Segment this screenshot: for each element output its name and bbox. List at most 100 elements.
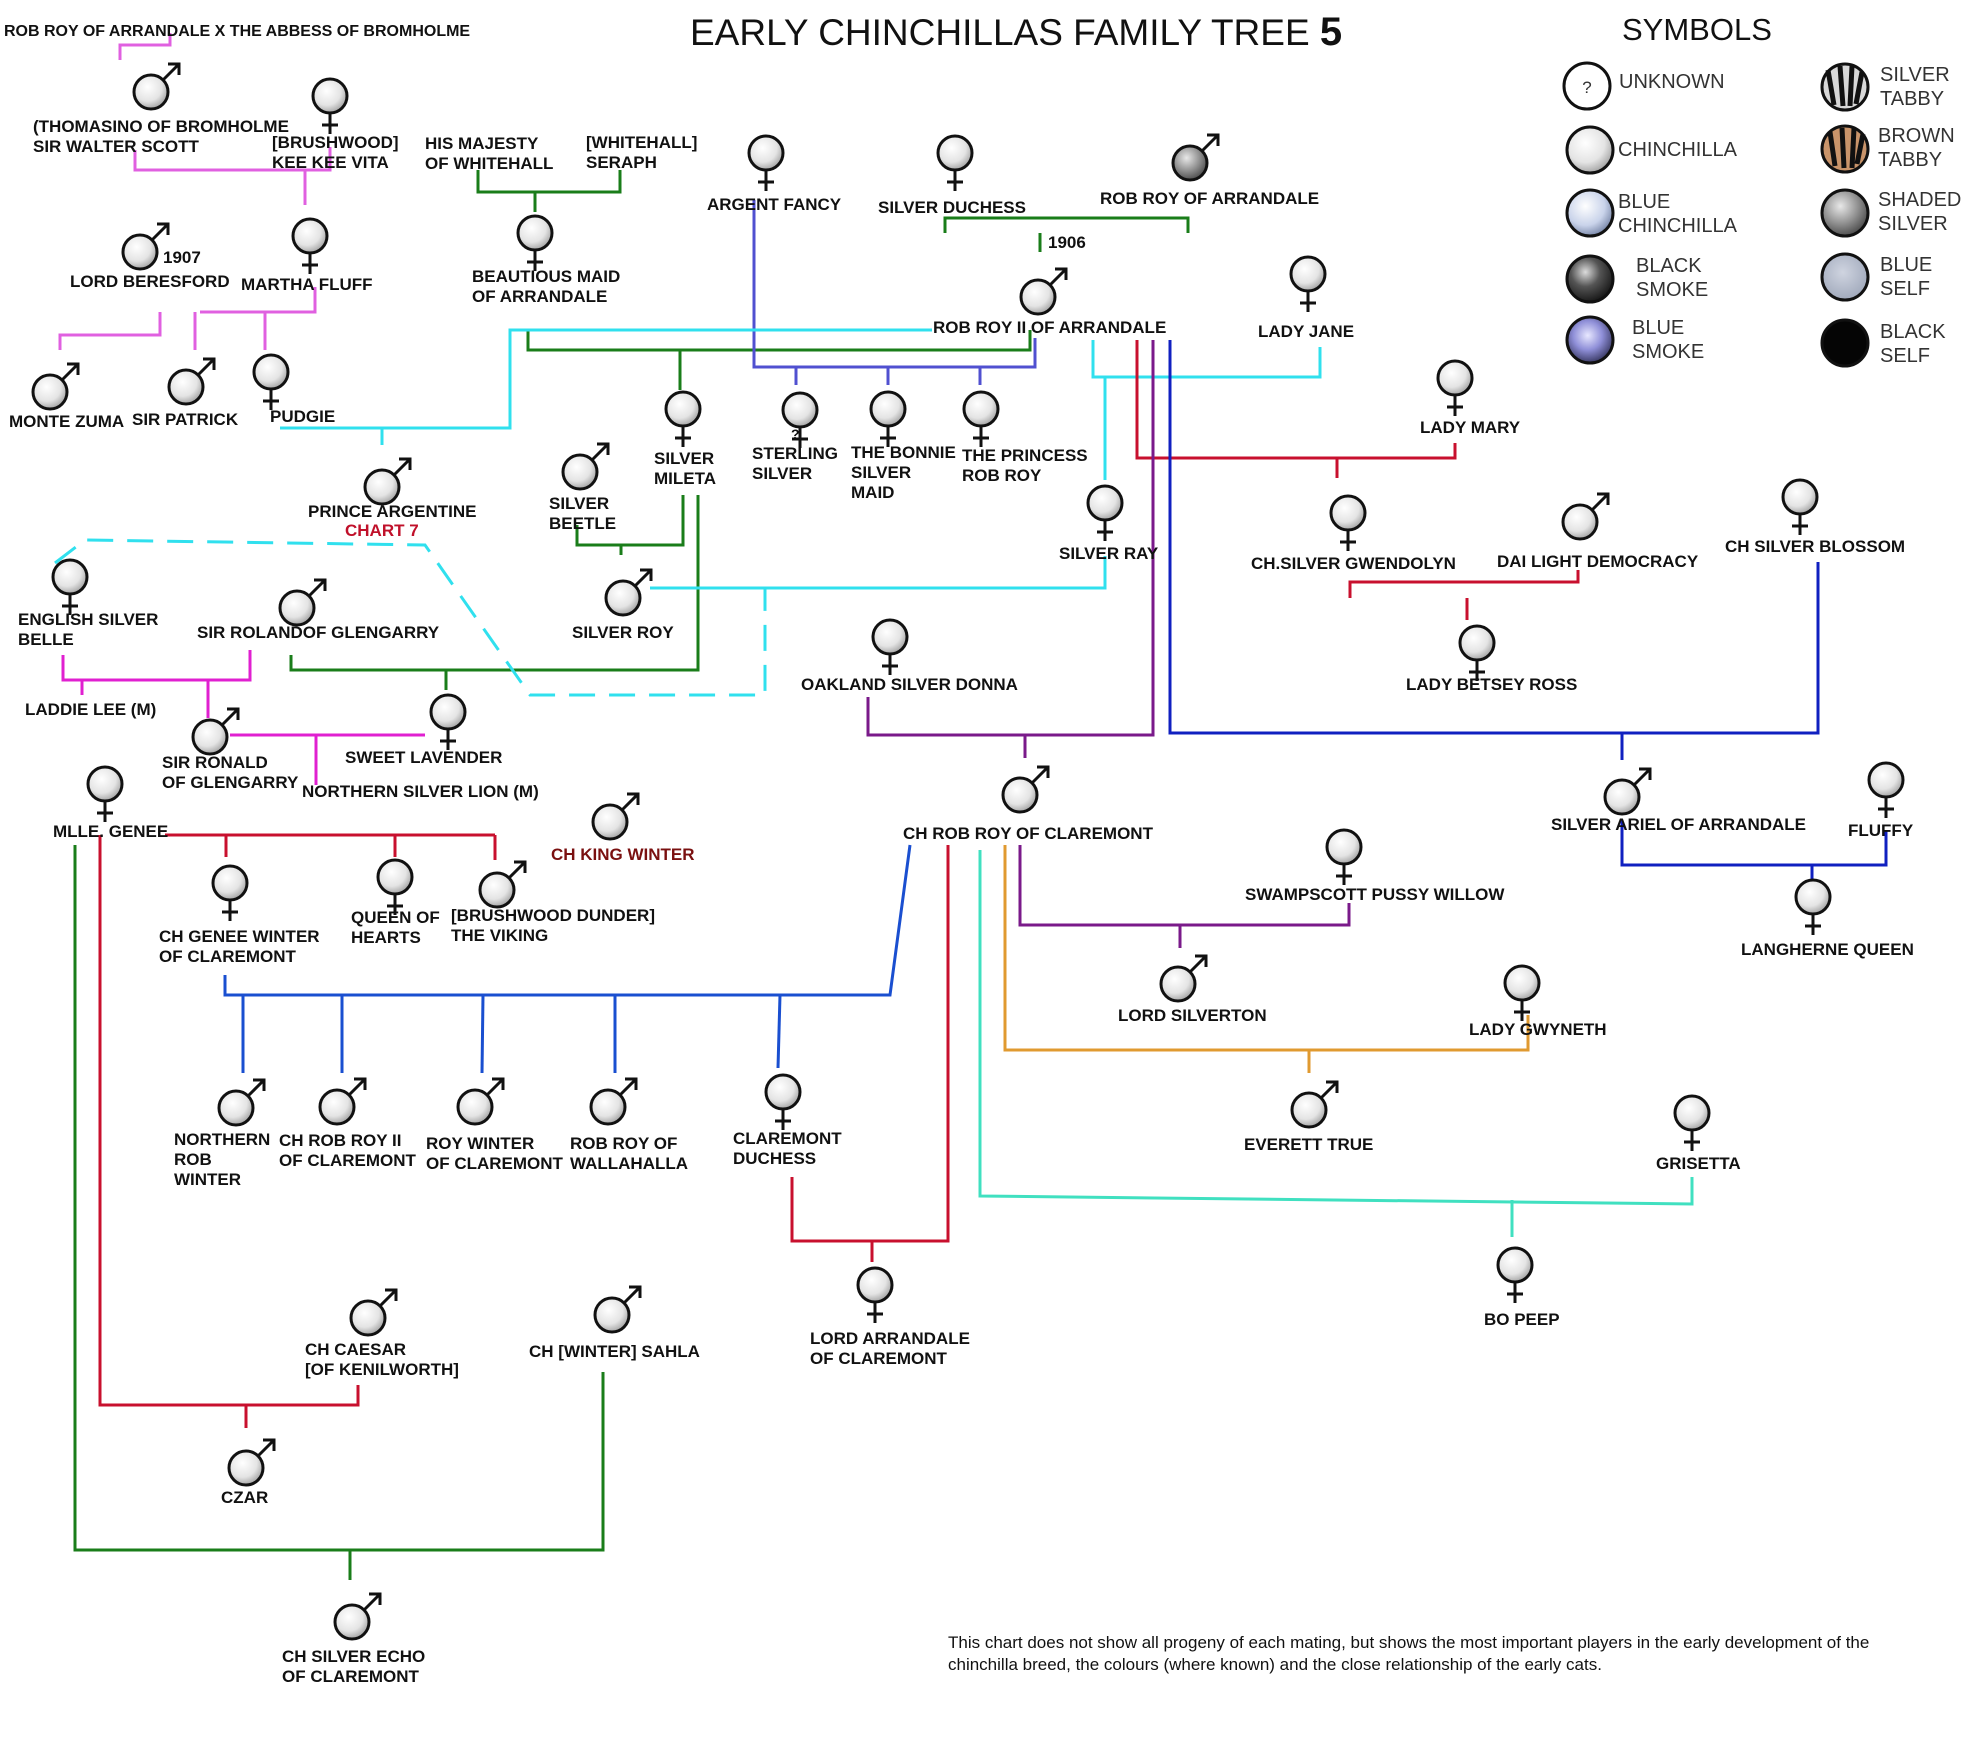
cat-label-everett-true: EVERETT TRUE — [1244, 1135, 1374, 1154]
brown-tabby-icon — [1820, 124, 1870, 174]
legend-label-blue-smoke: BLUE SMOKE — [1632, 317, 1705, 363]
sweet-lavender-female-icon — [429, 693, 467, 750]
dai-light-male-icon — [1561, 492, 1610, 541]
sir-patrick-male-icon — [167, 357, 216, 406]
cat-label-gwendolyn: CH.SILVER GWENDOLYN — [1251, 554, 1456, 573]
lord-arrandale-female-icon — [856, 1266, 894, 1323]
cat-label-lord-beresford: LORD BERESFORD — [70, 272, 230, 291]
year-1906: 1906 — [1048, 233, 1086, 252]
oakland-donna-female-icon — [871, 618, 909, 675]
cat-label-oakland-donna: OAKLAND SILVER DONNA — [801, 675, 1018, 694]
bo-peep-female-icon — [1496, 1246, 1534, 1303]
pussy-willow-female-icon — [1325, 828, 1363, 885]
cat-label-sterling-glyph: ? — [791, 426, 800, 442]
silver-beetle-male-icon — [561, 442, 610, 491]
black-self-icon — [1820, 318, 1870, 368]
silver-ariel-male-icon — [1603, 767, 1652, 816]
cat-label-rob-roy-ii: ROB ROY II OF ARRANDALE — [933, 318, 1167, 337]
ch-rob-roy-ii-claremont-male-icon — [318, 1077, 367, 1126]
sterling-silver-female-icon — [781, 391, 819, 448]
chinchilla-icon — [1565, 125, 1615, 175]
cat-label-fluffy: FLUFFY — [1848, 821, 1914, 840]
cat-label-beautious-maid: BEAUTIOUS MAID OF ARRANDALE — [472, 267, 621, 306]
cat-label-silver-ariel: SILVER ARIEL OF ARRANDALE — [1551, 815, 1807, 834]
unknown-icon: ? — [1562, 61, 1612, 111]
betsey-ross-female-icon — [1458, 624, 1496, 681]
blue-self-icon — [1820, 252, 1870, 302]
fluffy-female-icon — [1867, 761, 1905, 818]
cat-label-lady-mary: LADY MARY — [1420, 418, 1521, 437]
northern-rob-male-icon — [217, 1078, 266, 1127]
legend-label-chinchilla: CHINCHILLA — [1618, 139, 1737, 161]
legend-label-black-smoke: BLACK SMOKE — [1636, 255, 1709, 301]
cat-label-sir-ronald: SIR RONALD OF GLENGARRY — [162, 753, 299, 792]
prince-argentine-male-icon — [363, 457, 412, 506]
martha-fluff-female-icon — [291, 217, 329, 274]
cat-label-english-belle: ENGLISH SILVER BELLE — [18, 610, 159, 649]
claremont-duchess-female-icon — [764, 1073, 802, 1130]
cat-label-laddie-lee: LADDIE LEE (M) — [25, 700, 157, 719]
thomasino-male-icon — [132, 62, 181, 111]
blue-smoke-icon — [1565, 315, 1615, 365]
ch-king-winter-male-icon — [591, 792, 640, 841]
rob-roy-ii-male-icon — [1019, 267, 1068, 316]
cat-label-silver-ray: SILVER RAY — [1059, 544, 1159, 563]
cat-label-martha-fluff: MARTHA FLUFF — [241, 275, 373, 294]
rob-roy-arrandale-male-icon — [1171, 133, 1220, 182]
cat-label-bo-peep: BO PEEP — [1484, 1310, 1560, 1329]
cat-label-silver-mileta: SILVER MILETA — [654, 449, 717, 488]
cat-label-rob-roy-arrandale: ROB ROY OF ARRANDALE — [1100, 189, 1320, 208]
shaded-silver-icon — [1820, 188, 1870, 238]
silver-echo-male-icon — [333, 1592, 382, 1641]
cat-label-argent-fancy: ARGENT FANCY — [707, 195, 842, 214]
gwendolyn-female-icon — [1329, 494, 1367, 551]
legend-label-shaded-silver: SHADED SILVER — [1878, 189, 1962, 235]
cat-label-princess-rob: THE PRINCESS ROB ROY — [962, 446, 1088, 485]
lady-mary-female-icon — [1436, 359, 1474, 416]
black-smoke-icon — [1565, 254, 1615, 304]
silver-blossom-female-icon — [1781, 478, 1819, 535]
grisetta-female-icon — [1673, 1094, 1711, 1151]
cat-label-silver-blossom: CH SILVER BLOSSOM — [1725, 537, 1906, 556]
legend-label-unknown: UNKNOWN — [1619, 71, 1725, 93]
lady-gwyneth-female-icon — [1503, 964, 1541, 1021]
cat-label-claremont-duchess: CLAREMONT DUCHESS — [733, 1129, 842, 1168]
pudgie-female-icon — [252, 353, 290, 410]
sir-ronald-male-icon — [191, 707, 240, 756]
sir-roland-male-icon — [278, 578, 327, 627]
blue-chinchilla-icon — [1565, 188, 1615, 238]
footnote: This chart does not show all progeny of … — [948, 1633, 1870, 1674]
cat-label-lord-silverton: LORD SILVERTON — [1118, 1006, 1267, 1025]
cat-label-northern-lion: NORTHERN SILVER LION (M) — [302, 782, 539, 801]
cat-label-pussy-willow: SWAMPSCOTT PUSSY WILLOW — [1245, 885, 1505, 904]
cat-label-whitehall-seraph: [WHITEHALL] SERAPH — [586, 133, 698, 172]
cat-label-czar: CZAR — [221, 1488, 269, 1507]
cat-label-ch-king-winter: CH KING WINTER — [551, 845, 695, 864]
english-belle-female-icon — [51, 558, 89, 615]
cat-label-queen-hearts: QUEEN OF HEARTS — [351, 908, 440, 947]
lady-jane-female-icon — [1289, 255, 1327, 312]
cat-label-bonnie-silver: THE BONNIE SILVER MAID — [851, 443, 956, 502]
cat-label-silver-beetle: SILVER BEETLE — [549, 494, 617, 533]
queen-hearts-female-icon — [376, 858, 414, 915]
cat-label-pudgie: PUDGIE — [270, 407, 336, 426]
cat-label-betsey-ross: LADY BETSEY ROSS — [1406, 675, 1578, 694]
legend-label-silver-tabby: SILVER TABBY — [1880, 64, 1950, 110]
cat-label-brushwood-dunder: [BRUSHWOOD DUNDER] THE VIKING — [451, 906, 655, 945]
cat-label-chart7: CHART 7 — [345, 521, 419, 540]
cat-label-silver-echo: CH SILVER ECHO OF CLAREMONT — [282, 1647, 426, 1686]
cat-label-lord-arrandale: LORD ARRANDALE OF CLAREMONT — [810, 1329, 970, 1368]
cat-label-mlle-genee: MLLE. GENEE — [53, 822, 169, 841]
cat-label-brushwood-kee: [BRUSHWOOD] KEE KEE VITA — [272, 133, 399, 172]
cat-label-silver-duchess: SILVER DUCHESS — [878, 198, 1026, 217]
lord-silverton-male-icon — [1159, 954, 1208, 1003]
brushwood-kee-female-icon — [311, 77, 349, 134]
beautious-maid-female-icon — [516, 214, 554, 271]
cat-label-top-pair: ROB ROY OF ARRANDALE X THE ABBESS OF BRO… — [4, 23, 471, 40]
argent-fancy-female-icon — [747, 134, 785, 191]
silver-tabby-icon — [1820, 62, 1870, 112]
mlle-genee-female-icon — [86, 765, 124, 822]
symbols-heading: SYMBOLS — [1622, 12, 1772, 47]
